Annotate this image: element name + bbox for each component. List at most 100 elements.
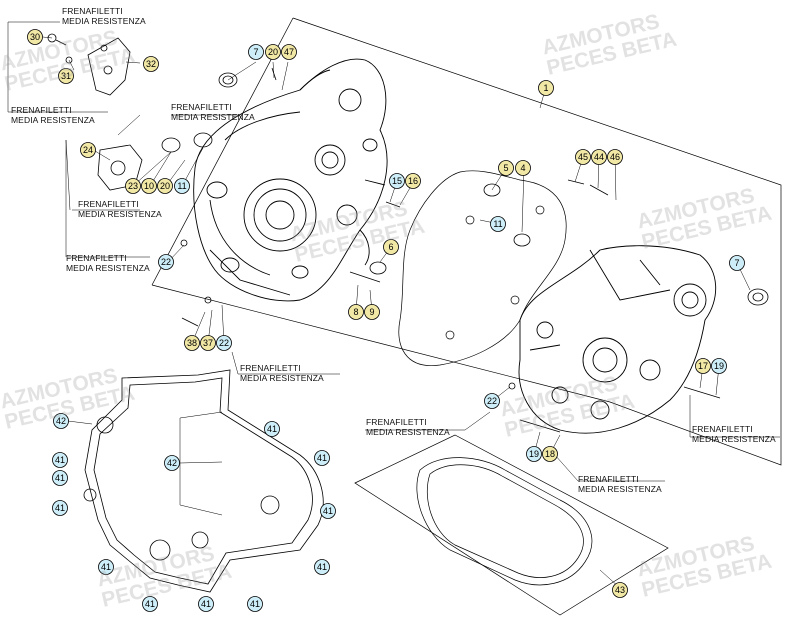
- callout-number: 32: [146, 59, 156, 69]
- callout-circle: [53, 413, 69, 429]
- callout-circle: [591, 149, 607, 165]
- callout-number: 22: [219, 338, 229, 348]
- callout-42: 42: [164, 455, 180, 471]
- callout-43: 43: [612, 582, 628, 598]
- callout-circle: [52, 470, 68, 486]
- callout-circle: [314, 559, 330, 575]
- callout-32: 32: [143, 56, 159, 72]
- callout-20: 20: [157, 178, 173, 194]
- callout-circle: [612, 582, 628, 598]
- callout-circle: [164, 455, 180, 471]
- callout-circle: [125, 178, 141, 194]
- crankcase-frame: [151, 17, 782, 466]
- callout-circle: [198, 596, 214, 612]
- callout-circle: [538, 80, 554, 96]
- callout-7: 7: [248, 44, 264, 60]
- callout-circle: [52, 500, 68, 516]
- callout-number: 23: [128, 181, 138, 191]
- right-crankcase-half: [518, 245, 717, 434]
- callout-number: 19: [529, 449, 539, 459]
- callout-number: 7: [253, 47, 258, 57]
- callout-number: 10: [144, 181, 154, 191]
- callout-circle: [607, 149, 623, 165]
- callout-circle: [498, 160, 514, 176]
- callout-circle: [27, 29, 43, 45]
- callout-38: 38: [184, 335, 200, 351]
- callout-45: 45: [575, 149, 591, 165]
- callout-41: 41: [98, 559, 114, 575]
- callout-number: 42: [167, 458, 177, 468]
- callout-circle: [52, 452, 68, 468]
- callout-37: 37: [200, 335, 216, 351]
- callout-number: 41: [101, 562, 111, 572]
- callout-number: 11: [493, 219, 502, 229]
- callout-number: 15: [392, 176, 402, 186]
- callout-1: 1: [538, 80, 554, 96]
- callout-8: 8: [348, 304, 364, 320]
- callout-47: 47: [281, 44, 297, 60]
- callout-number: 41: [267, 424, 277, 434]
- callout-circle: [281, 44, 297, 60]
- callout-41: 41: [314, 450, 330, 466]
- callout-46: 46: [607, 149, 623, 165]
- callout-number: 38: [187, 338, 197, 348]
- callout-41: 41: [320, 503, 336, 519]
- callout-circle: [515, 160, 531, 176]
- callout-11: 11: [490, 216, 506, 232]
- callout-31: 31: [58, 68, 74, 84]
- callout-circle: [695, 358, 711, 374]
- callout-circle: [320, 503, 336, 519]
- callout-circle: [80, 142, 96, 158]
- callout-circle: [142, 596, 158, 612]
- callout-number: 19: [714, 361, 724, 371]
- callout-circle: [711, 358, 727, 374]
- callout-circle: [490, 216, 506, 232]
- callout-6: 6: [383, 239, 399, 255]
- callout-circle: [58, 68, 74, 84]
- callout-number: 41: [317, 562, 327, 572]
- callout-circle: [484, 393, 500, 409]
- callout-number: 11: [177, 181, 186, 191]
- callout-number: 9: [369, 307, 374, 317]
- callout-circle: [389, 173, 405, 189]
- callout-5: 5: [498, 160, 514, 176]
- callout-number: 5: [503, 163, 508, 173]
- callout-circle: [542, 446, 558, 462]
- callout-number: 37: [203, 338, 213, 348]
- callout-number: 46: [610, 152, 620, 162]
- callout-19: 19: [526, 446, 542, 462]
- callout-number: 41: [145, 599, 155, 609]
- callout-30: 30: [27, 29, 43, 45]
- callout-7: 7: [729, 255, 745, 271]
- callout-circle: [364, 304, 380, 320]
- callout-9: 9: [364, 304, 380, 320]
- callout-4: 4: [515, 160, 531, 176]
- callout-circle: [265, 44, 281, 60]
- callout-number: 4: [520, 163, 525, 173]
- callout-24: 24: [80, 142, 96, 158]
- callout-42: 42: [53, 413, 69, 429]
- callout-circle: [174, 178, 190, 194]
- callout-41: 41: [52, 500, 68, 516]
- callout-41: 41: [264, 421, 280, 437]
- gasket-43: [416, 457, 593, 586]
- callout-number: 41: [201, 599, 211, 609]
- callout-number: 44: [594, 152, 604, 162]
- callout-circle: [200, 335, 216, 351]
- callout-number: 31: [61, 71, 71, 81]
- callout-number: 20: [268, 47, 278, 57]
- callout-41: 41: [198, 596, 214, 612]
- callout-18: 18: [542, 446, 558, 462]
- callout-circle: [184, 335, 200, 351]
- callout-circle: [405, 173, 421, 189]
- leader-lines: [42, 36, 751, 589]
- callout-circle: [157, 178, 173, 194]
- callout-20: 20: [265, 44, 281, 60]
- callout-number: 22: [487, 396, 497, 406]
